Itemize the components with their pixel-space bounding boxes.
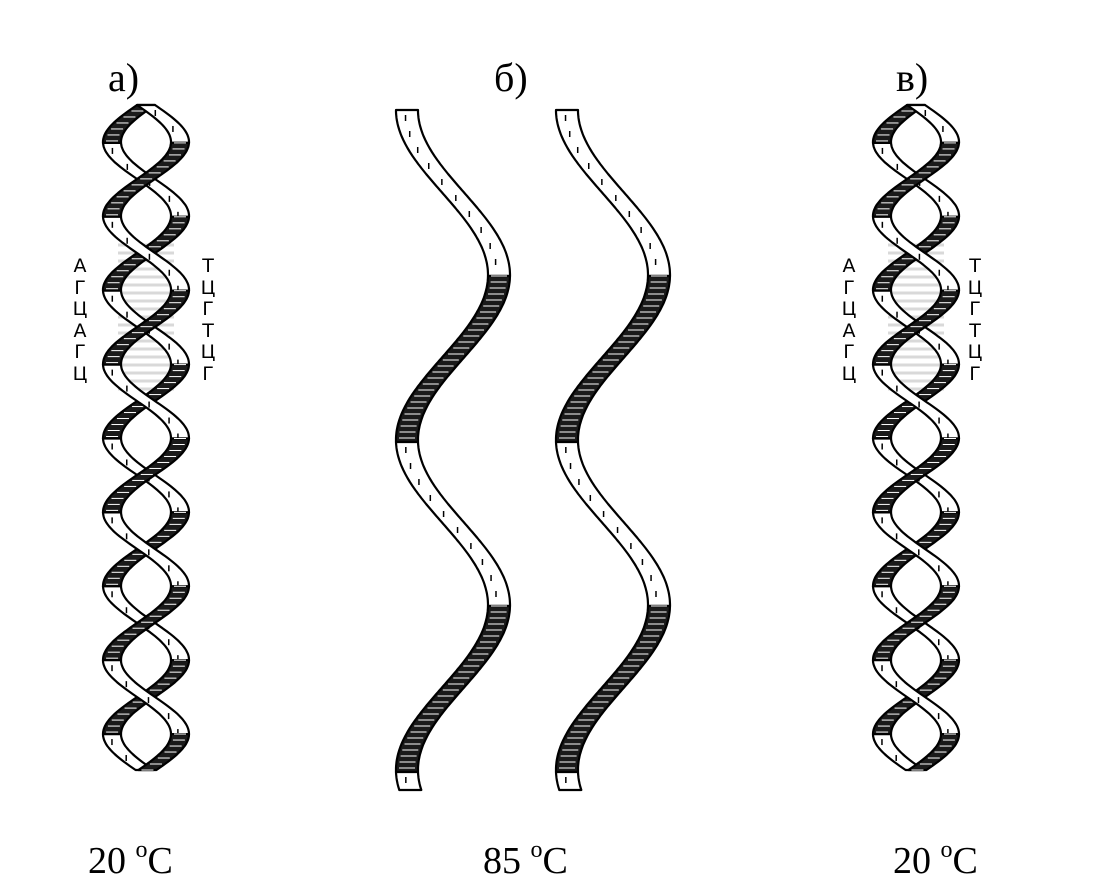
double-helix-a — [101, 103, 191, 772]
base: Т — [202, 319, 214, 342]
base: А — [842, 319, 856, 342]
base: Г — [74, 276, 86, 299]
base: Г — [74, 341, 86, 363]
ribbon-front-face — [905, 103, 961, 144]
base: Ц — [841, 298, 857, 320]
base: Г — [843, 341, 855, 363]
base: Т — [969, 319, 981, 342]
single-strand — [554, 108, 672, 792]
strand-1 — [101, 103, 191, 772]
panel-a-left-bases: А Г Ц А Г Ц — [69, 255, 91, 385]
ribbon-back-face — [907, 733, 961, 772]
base: Ц — [967, 341, 983, 363]
ribbon-front-face — [394, 770, 423, 792]
base: Г — [969, 362, 981, 385]
ribbon-front-face — [135, 103, 191, 144]
base: Ц — [841, 362, 857, 385]
base: Г — [843, 276, 855, 299]
ribbon-front-face — [394, 108, 512, 278]
temperature-value: 20 — [88, 840, 126, 882]
double-helix-c — [871, 103, 961, 772]
ribbon-back-face — [137, 733, 191, 772]
degree-sign: o — [530, 837, 543, 863]
base: Т — [202, 255, 214, 277]
ribbon-back-face — [394, 274, 512, 444]
panel-b-temperature: 85 oC — [483, 838, 568, 882]
base: Ц — [72, 362, 88, 385]
base: А — [73, 319, 87, 342]
base: А — [73, 255, 87, 277]
temperature-unit: C — [147, 840, 173, 882]
temperature-value: 85 — [483, 840, 521, 882]
ribbon-front-face — [554, 770, 583, 792]
panel-a-temperature: 20 oC — [88, 838, 173, 882]
base: Г — [202, 362, 214, 385]
panel-b-label: б) — [494, 55, 528, 100]
strand-1 — [871, 103, 961, 772]
panel-a-label: а) — [108, 55, 140, 100]
ribbon-front-face — [554, 440, 672, 608]
panel-a-right-bases: Т Ц Г Т Ц Г — [197, 255, 219, 385]
temperature-unit: C — [542, 840, 568, 882]
panel-c-left-bases: А Г Ц А Г Ц — [838, 255, 860, 385]
ribbon-front-face — [394, 440, 512, 608]
base: Ц — [967, 276, 983, 299]
base: Ц — [200, 341, 216, 363]
ribbon-back-face — [554, 604, 672, 774]
panel-c-right-bases: Т Ц Г Т Ц Г — [964, 255, 986, 385]
ribbon-back-face — [554, 274, 672, 444]
degree-sign: o — [940, 837, 953, 863]
degree-sign: o — [135, 837, 148, 863]
single-strand — [394, 108, 512, 792]
panel-c-label: в) — [896, 55, 929, 100]
ribbon-back-face — [394, 604, 512, 774]
base: Т — [969, 255, 981, 277]
panel-c-temperature: 20 oC — [893, 838, 978, 882]
temperature-unit: C — [952, 840, 978, 882]
temperature-value: 20 — [893, 840, 931, 882]
separated-strands-b — [394, 108, 672, 792]
base: Ц — [200, 276, 216, 299]
base: Ц — [72, 298, 88, 320]
base: Г — [202, 298, 214, 320]
base: А — [842, 255, 856, 277]
base: Г — [969, 298, 981, 320]
strand-2 — [871, 103, 961, 772]
ribbon-front-face — [554, 108, 672, 278]
